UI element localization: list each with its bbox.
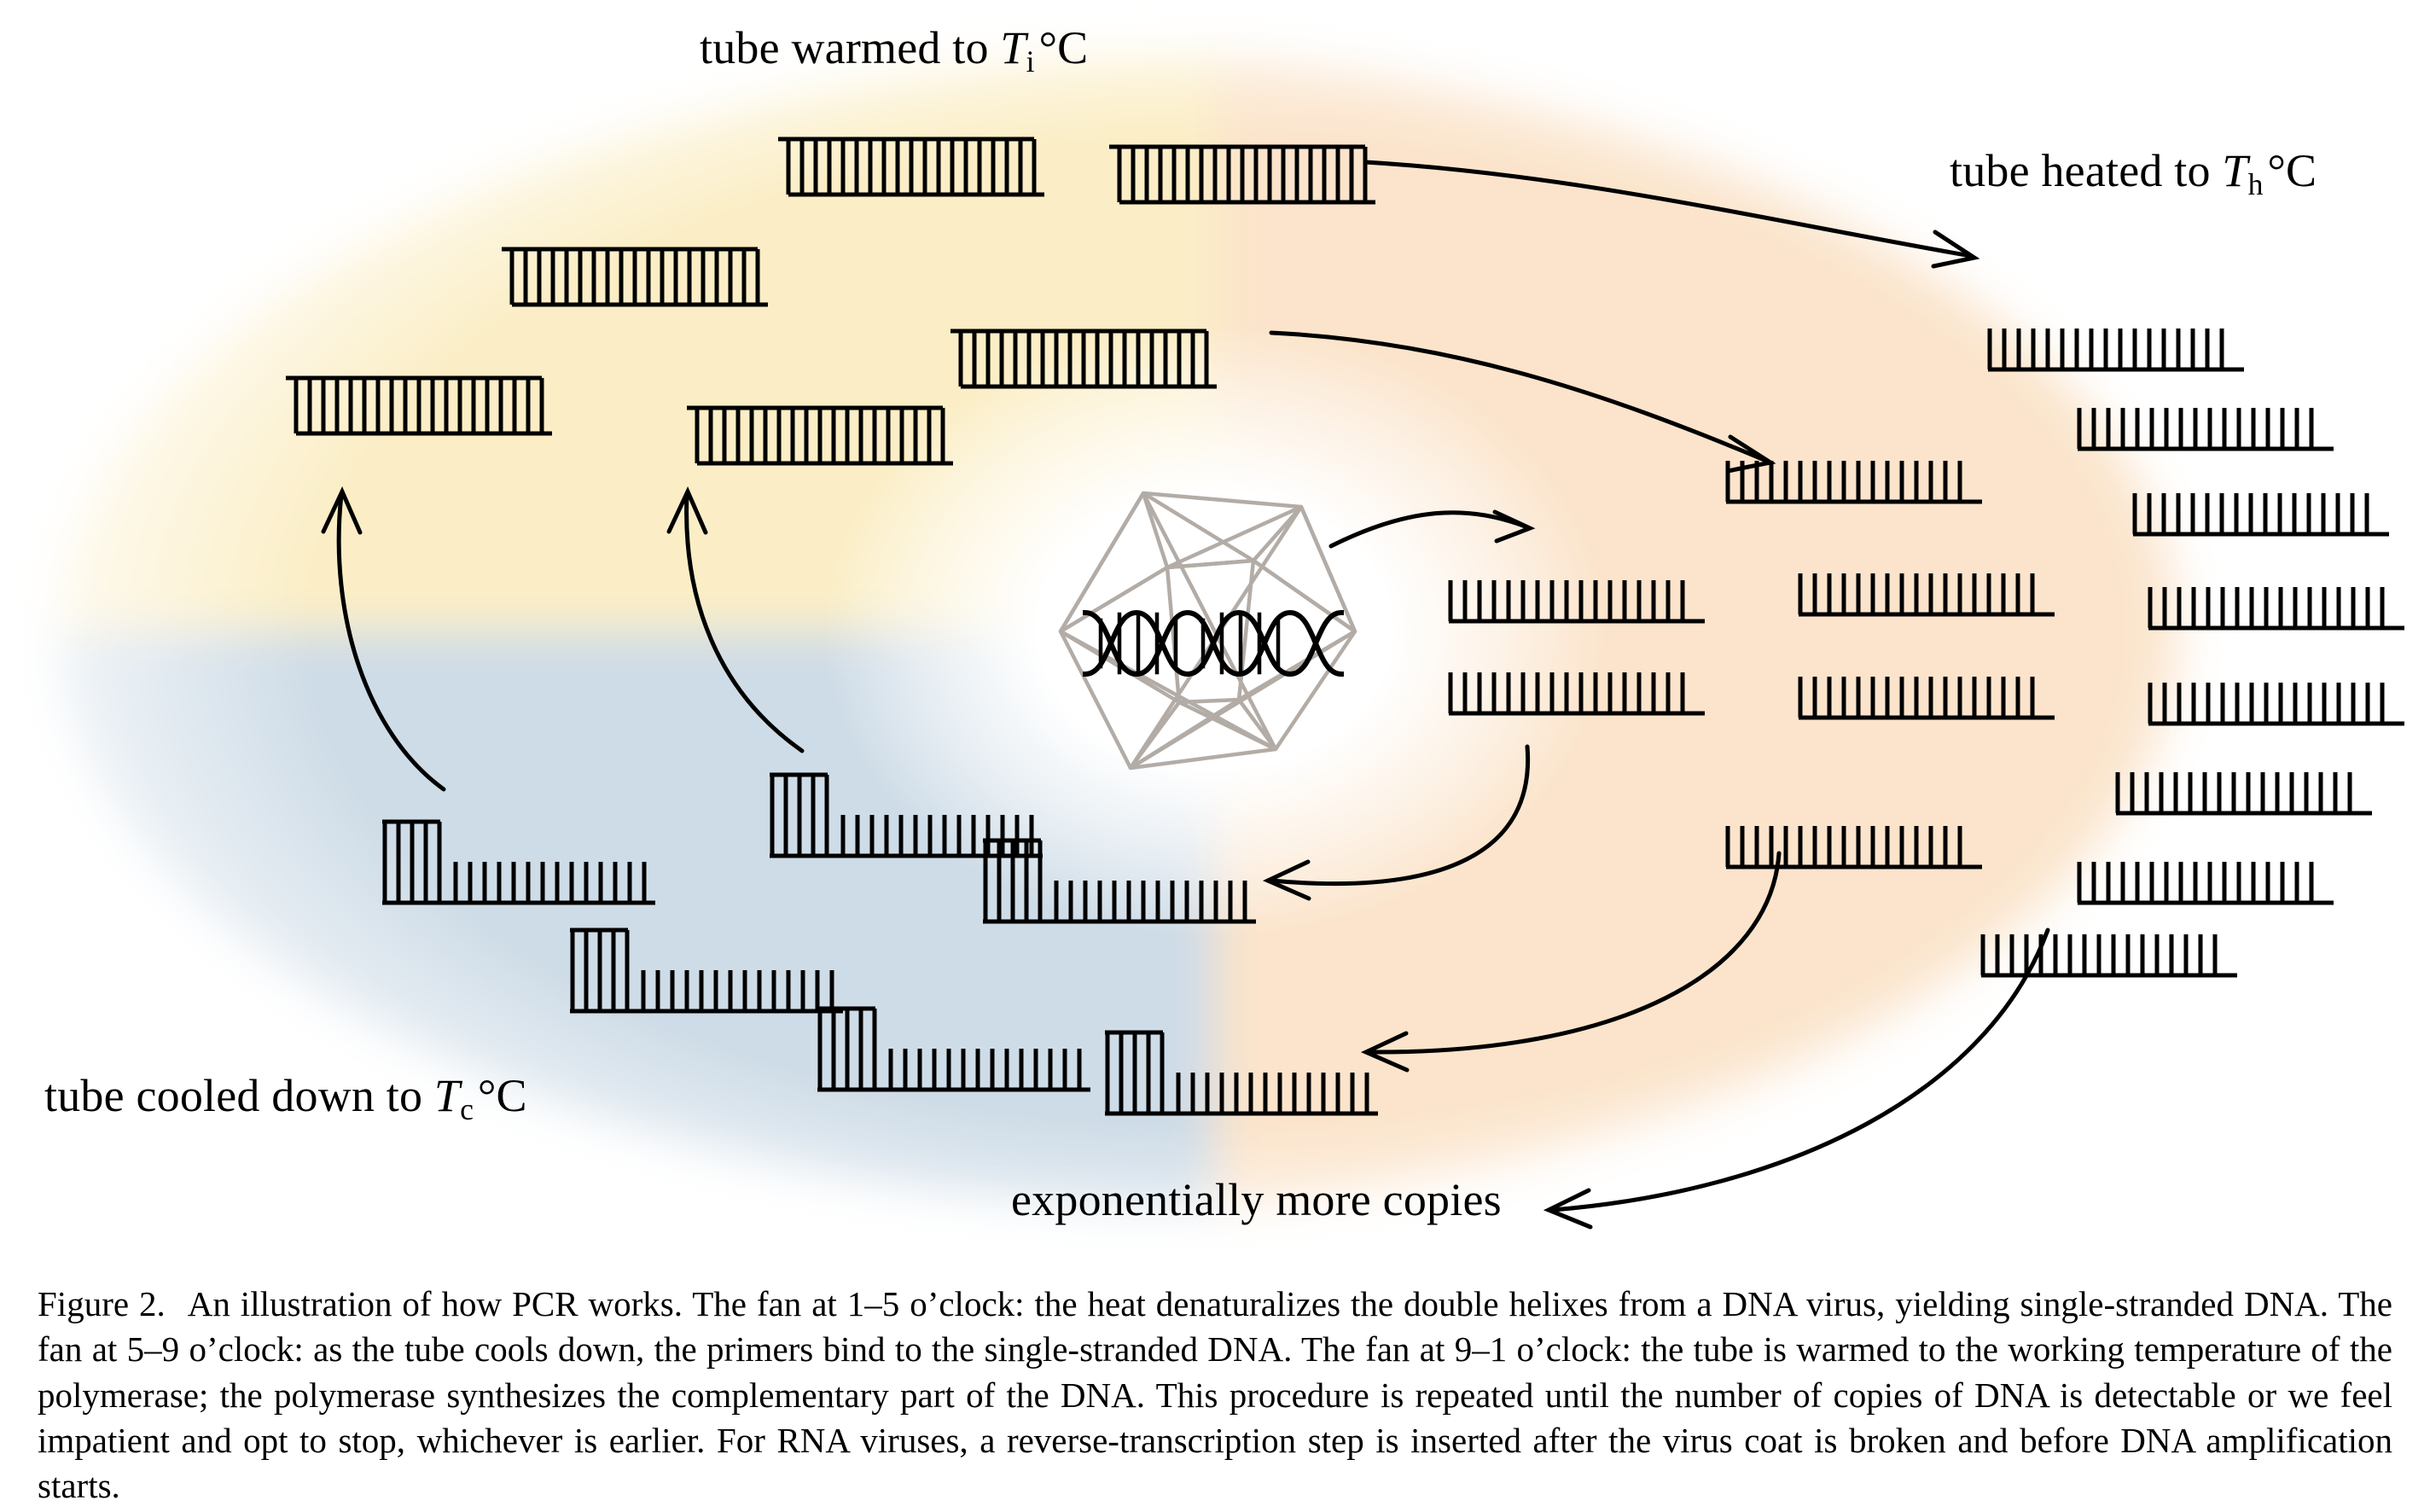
single-stranded-dna [2133,493,2389,534]
single-stranded-dna-group [1449,329,2404,975]
double-stranded-dna [778,139,1044,195]
label-cooled-subscript: c [460,1091,474,1126]
pcr-figure: tube warmed to Ti °C tube heated to Th °… [0,0,2430,1263]
single-stranded-dna [2148,683,2404,724]
strand-layer [0,0,2430,1230]
single-stranded-dna [1981,934,2237,975]
single-stranded-dna [2148,587,2404,628]
dna-double-helix-icon [1082,609,1345,677]
primer-bound-dna [983,840,1256,922]
label-warmed-subscript: i [1026,44,1035,79]
arrow-doublestrand-to-heated-2 [1269,330,1776,474]
single-stranded-dna [2078,862,2334,903]
primer-bound-dna [382,822,655,903]
single-stranded-dna [2078,408,2334,449]
single-stranded-dna [1449,672,1705,713]
double-stranded-dna-group [286,139,1375,463]
label-tube-heated: tube heated to Th °C [1950,147,2317,201]
double-stranded-dna [286,378,552,433]
label-exponentially-more-copies: exponentially more copies [1011,1174,1502,1225]
label-tube-cooled: tube cooled down to Tc °C [44,1072,527,1125]
label-heated-symbol: T [2222,145,2248,196]
label-cooled-symbol: T [433,1070,461,1121]
label-warmed-prefix: tube warmed to [700,22,1001,73]
figure-caption: Figure 2.An illustration of how PCR work… [0,1263,2430,1509]
arrow-heated-to-cooled [1262,744,1531,901]
double-stranded-dna [1109,147,1375,202]
primer-bound-dna [570,930,843,1011]
arrow-cooled-to-warmed-2 [666,486,805,753]
label-cooled-unit: °C [477,1070,527,1121]
single-stranded-dna [1726,826,1982,867]
primer-bound-dna [817,1009,1090,1090]
arrow-virus-to-heated [1328,509,1536,549]
label-tube-warmed: tube warmed to Ti °C [700,24,1088,78]
figure-caption-text: An illustration of how PCR works. The fa… [38,1284,2392,1506]
label-heated-subscript: h [2247,166,2264,201]
double-stranded-dna [687,408,953,463]
double-stranded-dna [502,249,768,305]
single-stranded-dna [1799,573,2055,614]
arrow-to-more-copies [1543,928,2050,1230]
single-stranded-dna [2116,772,2372,813]
primer-bound-dna [770,775,1043,856]
single-stranded-dna [1799,677,2055,718]
primer-bound-dna-group [382,775,1378,1114]
label-heated-unit: °C [2267,145,2317,196]
single-stranded-dna [1988,329,2244,369]
arrow-doublestrand-to-heated [1363,160,1980,269]
label-warmed-symbol: T [1000,22,1026,73]
figure-number: Figure 2. [38,1284,166,1323]
label-cooled-prefix: tube cooled down to [44,1070,434,1121]
single-stranded-dna [1449,580,1705,621]
arrow-group [321,160,2050,1230]
primer-bound-dna [1105,1032,1378,1114]
arrow-heated-to-cooled-2 [1360,851,1782,1073]
double-stranded-dna [950,331,1217,387]
arrow-cooled-to-warmed [321,486,446,792]
single-stranded-dna [1726,461,1982,502]
label-warmed-unit: °C [1038,22,1089,73]
label-heated-prefix: tube heated to [1950,145,2223,196]
